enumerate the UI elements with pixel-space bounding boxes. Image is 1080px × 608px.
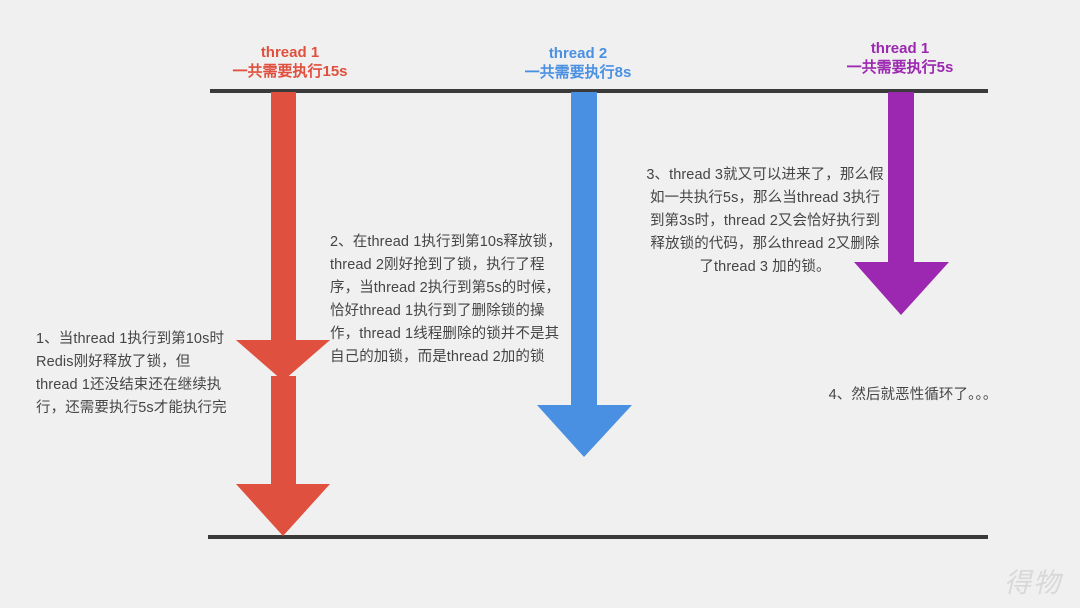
watermark: 得物 xyxy=(1004,568,1062,599)
thread-1-duration: 一共需要执行15s xyxy=(232,63,348,81)
thread-1-label: thread 1 一共需要执行15s xyxy=(224,43,356,81)
thread-2-duration: 一共需要执行8s xyxy=(524,64,632,82)
thread-3-label: thread 1 一共需要执行5s xyxy=(830,39,970,77)
thread-1-arrow xyxy=(236,92,330,536)
thread-2-name: thread 2 xyxy=(548,45,608,62)
thread-3-duration: 一共需要执行5s xyxy=(846,59,954,77)
annotation-note-3: 3、thread 3就又可以进来了，那么假如一共执行5s，那么当thread 3… xyxy=(646,167,884,275)
thread-1-name: thread 1 xyxy=(260,44,320,61)
annotation-note-2: 2、在thread 1执行到第10s释放锁，thread 2刚好抢到了锁，执行了… xyxy=(330,234,562,365)
annotation-note-1: 1、当thread 1执行到第10s时Redis刚好释放了锁，但thread 1… xyxy=(36,331,227,416)
thread-2-label: thread 2 一共需要执行8s xyxy=(512,44,644,82)
annotation-note-4: 4、然后就恶性循环了。。。 xyxy=(828,387,998,403)
thread-3-name: thread 1 xyxy=(870,40,930,57)
